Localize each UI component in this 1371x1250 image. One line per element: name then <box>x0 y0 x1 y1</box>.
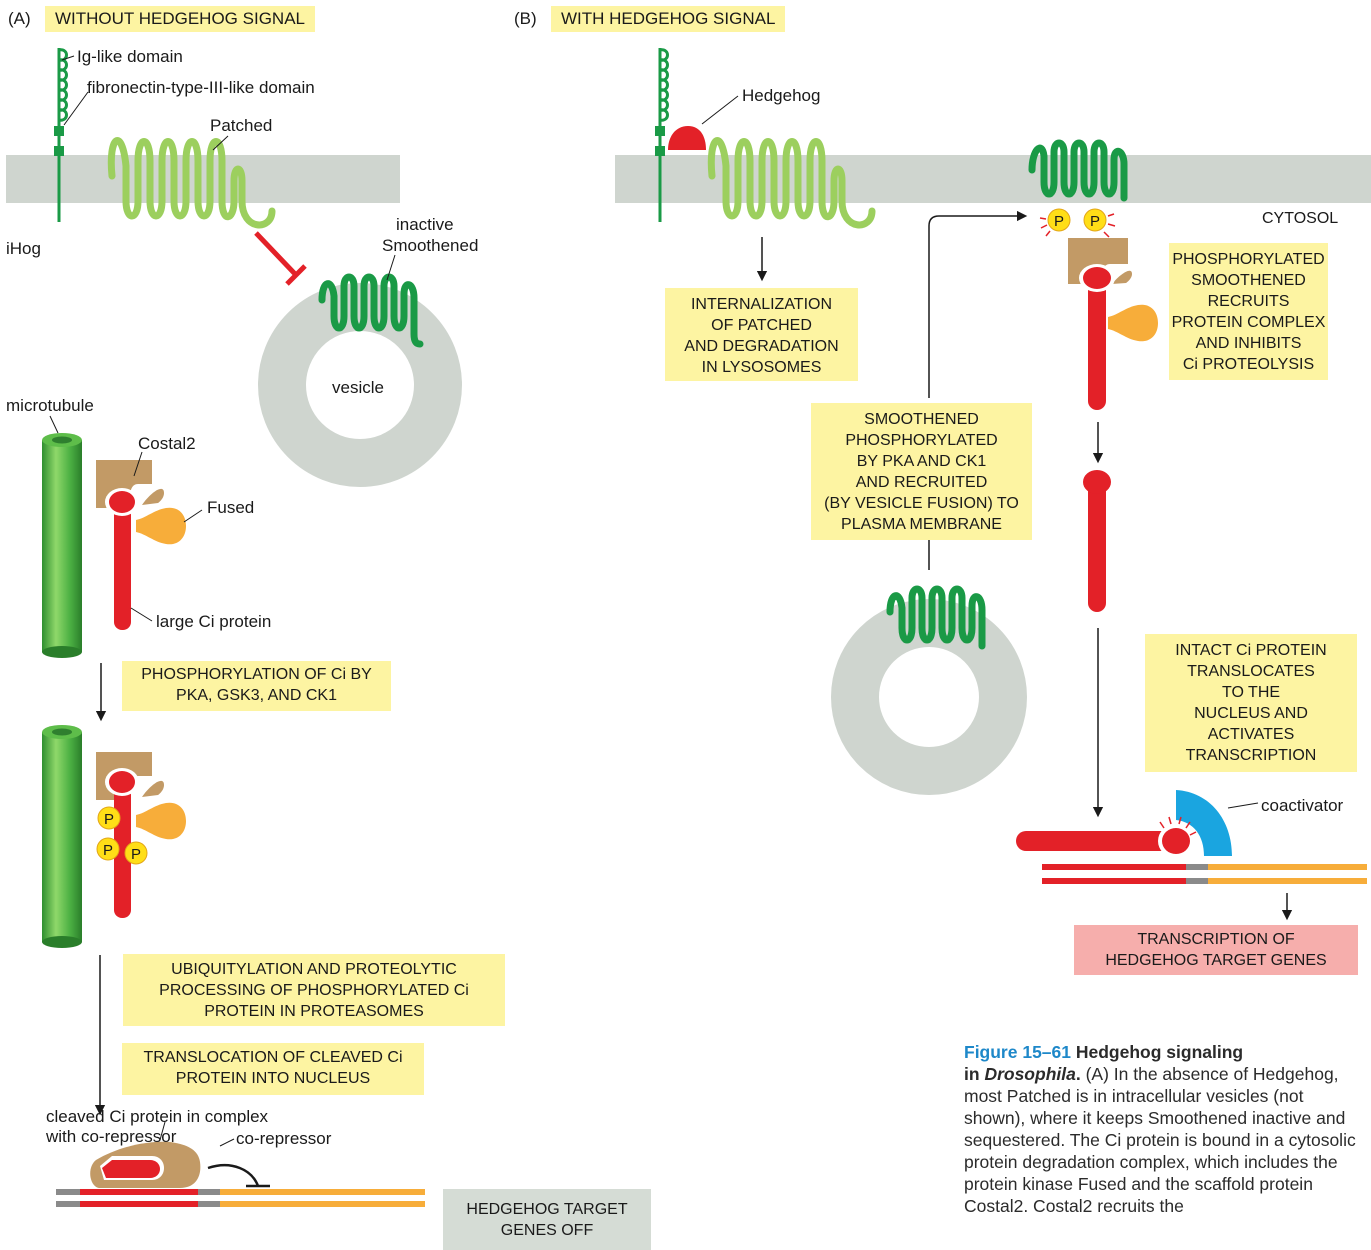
label-cytosol: CYTOSOL <box>1262 210 1339 227</box>
fused-b <box>1108 304 1158 342</box>
caption-title-italic: Drosophila <box>984 1064 1076 1084</box>
patched-receptor-b <box>707 137 876 229</box>
svg-text:P: P <box>1054 213 1064 230</box>
label-microtubule: microtubule <box>6 396 94 415</box>
phosphate-b-1: P <box>1047 208 1071 232</box>
hedgehog-ligand <box>668 126 706 150</box>
label-ihog: iHog <box>6 239 41 258</box>
label-large-ci: large Ci protein <box>156 612 272 631</box>
svg-text:P: P <box>104 811 114 828</box>
dna-b <box>1042 864 1367 884</box>
label-vesicle: vesicle <box>332 378 384 397</box>
caption-body: (A) In the absence of Hedgehog, most Pat… <box>964 1064 1356 1216</box>
label-hedgehog: Hedgehog <box>742 86 821 105</box>
label-smoothened: Smoothened <box>382 236 479 255</box>
repression-line <box>207 1163 260 1187</box>
label-fn-domain: fibronectin-type-III-like domain <box>87 78 315 97</box>
patched-receptor-a <box>107 137 276 229</box>
microtubule-1 <box>42 433 82 658</box>
panel-a-title: WITHOUT HEDGEHOG SIGNAL <box>45 6 315 32</box>
fused-2 <box>136 802 186 840</box>
smoothened-vesicle <box>886 585 986 650</box>
caption-title-a: Hedgehog signaling <box>1075 1042 1244 1062</box>
label-cleaved-ci-1: cleaved Ci protein in complex <box>46 1107 269 1126</box>
phosphate-a-1: P <box>97 806 121 830</box>
label-ig-domain: Ig-like domain <box>77 47 183 66</box>
panel-b-title: WITH HEDGEHOG SIGNAL <box>551 6 786 32</box>
ci-protein-b-2 <box>1083 470 1111 612</box>
caption-title-b: in <box>964 1064 980 1084</box>
ci-protein-2 <box>105 768 139 918</box>
svg-text:P: P <box>1090 213 1100 230</box>
ihog-receptor-a <box>54 48 68 222</box>
label-corepressor: co-repressor <box>236 1129 332 1148</box>
label-inactive: inactive <box>396 215 454 234</box>
vesicle-a <box>258 283 462 487</box>
smoothened-inactive <box>318 273 424 348</box>
smoothened-active <box>1028 139 1128 202</box>
caption-title-end: . <box>1075 1064 1081 1084</box>
activation-rays-smo <box>1039 213 1116 238</box>
coactivator-shape <box>1176 790 1232 856</box>
caption-figure-number: Figure 15–61 <box>964 1042 1071 1062</box>
label-cleaved-ci-2: with co-repressor <box>46 1127 177 1146</box>
dna-a <box>56 1189 425 1207</box>
intact-ci-protein-dna <box>1016 824 1194 858</box>
label-patched: Patched <box>210 116 273 135</box>
panel-a-tag: (A) <box>8 9 31 28</box>
ci-protein-1 <box>105 488 139 630</box>
arrow-vesicle-to-membrane <box>928 216 1022 570</box>
plasma-membrane-a <box>6 155 400 203</box>
activation-rays-ci <box>1159 816 1197 836</box>
ihog-receptor-b <box>655 48 669 222</box>
figure-caption: Figure 15–61 Hedgehog signaling in Droso… <box>964 1041 1369 1217</box>
label-costal2: Costal2 <box>138 434 196 453</box>
phosphate-a-3: P <box>124 841 148 865</box>
fused-1 <box>136 507 186 545</box>
microtubule-2 <box>42 725 82 948</box>
svg-text:P: P <box>131 846 141 863</box>
panel-b-tag: (B) <box>514 9 537 28</box>
ci-protein-b-1 <box>1079 264 1115 410</box>
phosphate-b-2: P <box>1083 208 1107 232</box>
cleaved-ci-protein <box>100 1156 164 1180</box>
label-fused: Fused <box>207 498 255 517</box>
label-coactivator: coactivator <box>1261 796 1344 815</box>
svg-text:P: P <box>103 842 113 859</box>
phosphate-a-2: P <box>96 837 120 861</box>
